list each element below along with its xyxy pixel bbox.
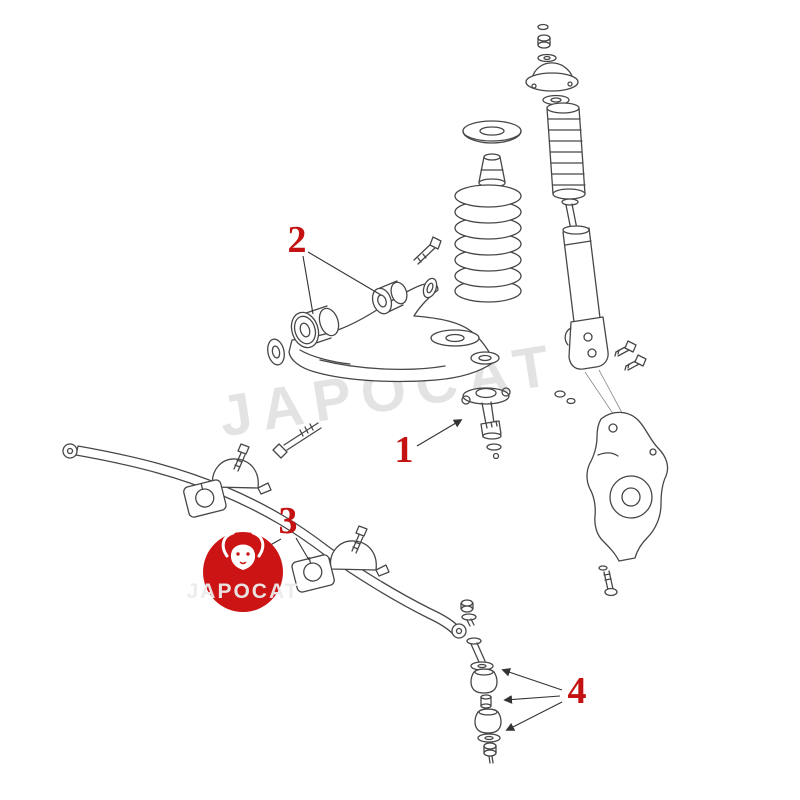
- callout-1: 1: [395, 429, 414, 471]
- callout-numbers: 2 1 3 4: [279, 219, 587, 712]
- coil-spring: [454, 184, 522, 303]
- stabilizer-bracket-left: [202, 443, 272, 500]
- callout-3: 3: [279, 500, 298, 542]
- stabilizer-bushing-left: [183, 479, 227, 518]
- stabilizer-link: [460, 599, 502, 764]
- alignment-guide-lines: [554, 369, 628, 425]
- lower-ball-joint: [461, 387, 511, 460]
- control-arm-bushing-small: [371, 280, 408, 315]
- stabilizer-bar: [62, 443, 467, 639]
- strut-boot: [546, 102, 586, 206]
- bump-stop: [478, 153, 506, 188]
- control-arm-bushing-large: [290, 305, 340, 349]
- logo-text: JAPOCAT: [187, 580, 300, 603]
- arm-upper-bolt: [413, 236, 442, 265]
- logo-circle: [203, 532, 283, 612]
- callout-leaders: [257, 251, 563, 731]
- arm-pivot-bolt: [272, 422, 322, 459]
- strut-body: [562, 203, 609, 370]
- strut-bracket-bolts: [614, 340, 647, 371]
- strut-mount: [525, 62, 579, 106]
- callout-4: 4: [568, 670, 587, 712]
- steering-knuckle: [586, 411, 669, 597]
- strut-top-hardware: [537, 23, 557, 63]
- callout-2: 2: [288, 219, 307, 261]
- stabilizer-bushing-right: [291, 554, 335, 593]
- japocat-logo: JAPOCAT: [187, 531, 300, 612]
- strut-assembly: [525, 23, 647, 425]
- spring-upper-seat: [462, 120, 522, 144]
- knuckle-bolt: [598, 565, 618, 597]
- logo-bull-glyph: [221, 531, 265, 570]
